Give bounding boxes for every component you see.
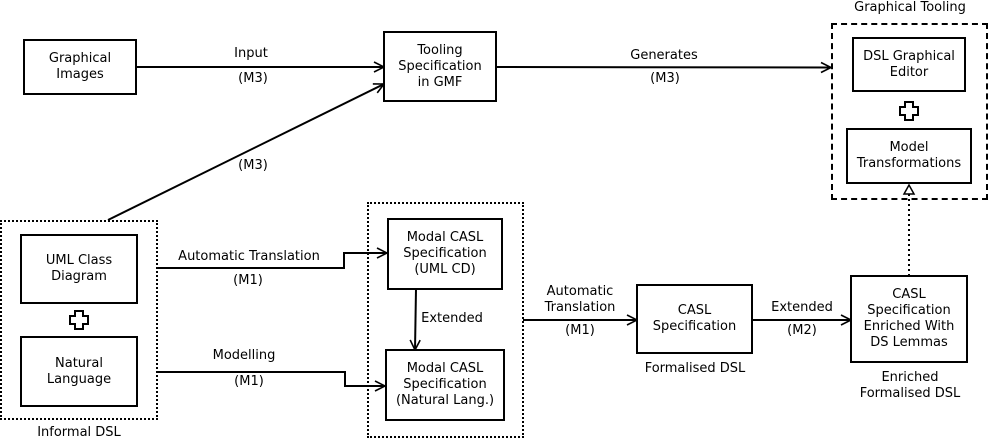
modal-casl-uml-label: Modal CASL Specification (UML CD) [403, 230, 487, 277]
edge-label-extended: Extended [771, 300, 833, 315]
plus-icon [69, 310, 89, 330]
modal-casl-frame [367, 202, 524, 438]
casl-specification-label: CASL Specification [652, 303, 737, 334]
plus-icon [899, 101, 919, 121]
uml-class-diagram-box: UML Class Diagram [20, 234, 138, 304]
edge-label-extended-vertical: Extended [421, 311, 483, 326]
edge-label-automatic-translation-level: (M1) [233, 273, 263, 288]
natural-language-box: Natural Language [20, 336, 138, 407]
edge-extended-vertical [415, 288, 416, 350]
edge-automatic-translation [157, 253, 387, 269]
edge-label-modelling-level: (M1) [234, 374, 264, 389]
edge-label-automatic-translation-2-level: (M1) [565, 323, 595, 338]
modal-casl-natural-box: Modal CASL Specification (Natural Lang.) [385, 349, 505, 421]
modal-casl-natural-label: Modal CASL Specification (Natural Lang.) [395, 361, 495, 408]
tooling-spec-box: Tooling Specification in GMF [383, 31, 497, 102]
natural-language-label: Natural Language [46, 355, 112, 387]
edge-label-modelling: Modelling [212, 348, 276, 363]
model-transformations-box: Model Transformations [846, 128, 972, 184]
uml-class-diagram-label: UML Class Diagram [45, 253, 113, 284]
casl-enriched-label: CASL Specification Enriched With DS Lemm… [863, 287, 955, 350]
casl-enriched-box: CASL Specification Enriched With DS Lemm… [850, 275, 968, 363]
dsl-graphical-editor-label: DSL Graphical Editor [863, 48, 955, 80]
edge-label-input-level: (M3) [238, 71, 268, 86]
edge-label-informal-to-tooling-level: (M3) [238, 158, 268, 173]
edge-label-extended-level: (M2) [787, 323, 817, 338]
edge-label-input: Input [234, 46, 268, 61]
edge-informal-to-tooling [107, 83, 384, 221]
edge-label-generates: Generates [630, 48, 698, 63]
informal-dsl-frame [0, 220, 158, 420]
tooling-spec-label: Tooling Specification in GMF [398, 42, 482, 90]
edge-generates [495, 67, 831, 68]
dsl-graphical-editor-box: DSL Graphical Editor [852, 37, 966, 92]
enriched-formalised-dsl-title: Enriched Formalised DSL [859, 370, 961, 401]
modal-casl-uml-box: Modal CASL Specification (UML CD) [387, 218, 503, 290]
graphical-images-label: Graphical Images [48, 51, 112, 82]
edge-label-automatic-translation-2: Automatic Translation [544, 284, 616, 315]
edge-label-automatic-translation: Automatic Translation [178, 249, 320, 264]
formalised-dsl-title: Formalised DSL [644, 361, 746, 376]
edge-modelling [157, 371, 385, 386]
casl-specification-box: CASL Specification [636, 284, 753, 354]
open-triangle-arrowhead-icon [902, 183, 916, 195]
graphical-tooling-frame [831, 23, 988, 200]
graphical-tooling-title: Graphical Tooling [854, 0, 966, 15]
informal-dsl-title: Informal DSL [37, 425, 121, 440]
graphical-images-box: Graphical Images [23, 39, 137, 95]
model-transformations-label: Model Transformations [856, 140, 962, 171]
edge-label-generates-level: (M3) [650, 71, 680, 86]
